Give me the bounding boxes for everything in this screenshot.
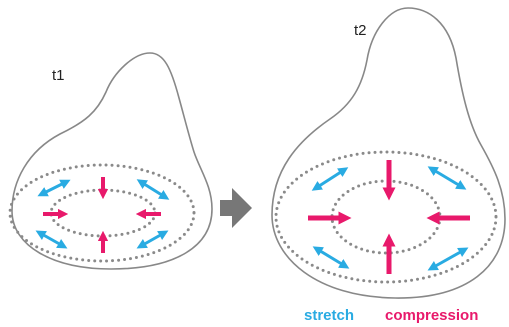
stretch-arrow-t1-top-left xyxy=(42,182,66,194)
legend-compression-label: compression xyxy=(385,307,478,324)
arrow-right-icon xyxy=(220,188,252,228)
stretch-arrow-t1-top-right xyxy=(141,182,165,197)
stage-1-label: t1 xyxy=(52,67,65,84)
cell-outline-t1 xyxy=(12,53,212,269)
stage-1: t1 xyxy=(10,53,212,269)
legend: stretch compression xyxy=(304,307,478,324)
stage-2: t2 xyxy=(272,8,505,298)
stretch-arrow-t2-top-left xyxy=(316,170,344,188)
inner-ring-t1 xyxy=(51,190,155,236)
stretch-arrow-t1-bottom-left xyxy=(40,233,63,246)
stage-2-label: t2 xyxy=(354,22,367,39)
stretch-arrow-t2-bottom-right xyxy=(432,250,464,268)
stretch-arrow-t2-bottom-left xyxy=(317,249,345,266)
legend-stretch-label: stretch xyxy=(304,307,354,324)
stretch-arrow-t2-top-right xyxy=(432,169,462,187)
stretch-arrow-t1-bottom-right xyxy=(141,233,164,246)
inner-ring-t2 xyxy=(332,181,440,253)
